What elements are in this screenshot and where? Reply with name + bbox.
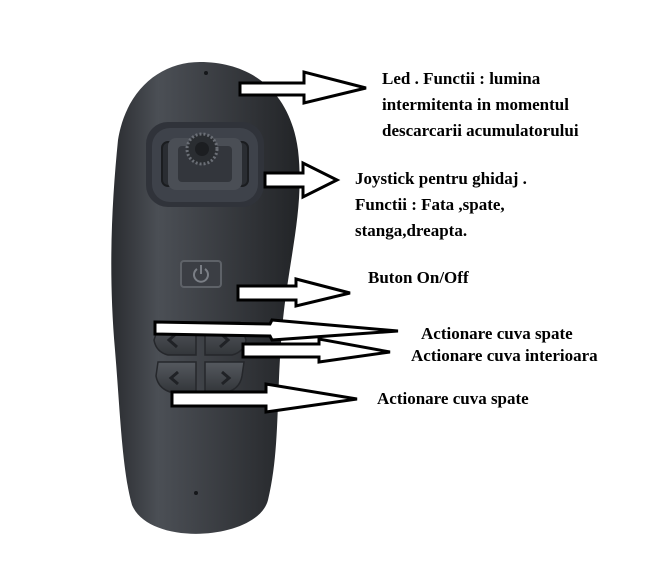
led-label: Led . Functii : lumina intermitenta in m… [382, 66, 579, 144]
joystick-label-line-2: Functii : Fata ,spate, [355, 195, 505, 214]
chevron-right-icon [221, 370, 232, 386]
lanyard-hole [194, 491, 198, 495]
joystick-label-line-1: Joystick pentru ghidaj . [355, 169, 527, 188]
led-label-line-3: descarcarii acumulatorului [382, 121, 579, 140]
arrow-power [236, 277, 351, 308]
inner-shell-label: Actionare cuva interioara [411, 346, 598, 365]
arrow-led [238, 70, 367, 105]
led-label-line-2: intermitenta in momentul [382, 95, 569, 114]
arrow-inner-shell [241, 337, 391, 364]
joystick-label-line-3: stanga,dreapta. [355, 221, 468, 240]
led-indicator [204, 71, 208, 75]
joystick[interactable] [146, 122, 264, 207]
back-rest-lower-left-button[interactable] [155, 361, 197, 393]
power-label: Buton On/Off [368, 268, 469, 287]
led-label-line-1: Led . Functii : lumina [382, 69, 541, 88]
joystick-knob[interactable] [185, 132, 219, 166]
joystick-label: Joystick pentru ghidaj . Functii : Fata … [355, 166, 527, 244]
power-button[interactable] [180, 260, 222, 288]
arrow-joystick [263, 160, 341, 200]
power-icon [193, 265, 209, 283]
arrow-back-rest-2 [170, 382, 358, 414]
back-rest-label-2: Actionare cuva spate [377, 389, 529, 408]
arrow-back-rest-1 [153, 318, 399, 342]
back-rest-label-1: Actionare cuva spate [421, 324, 573, 343]
chevron-left-icon [168, 370, 179, 386]
